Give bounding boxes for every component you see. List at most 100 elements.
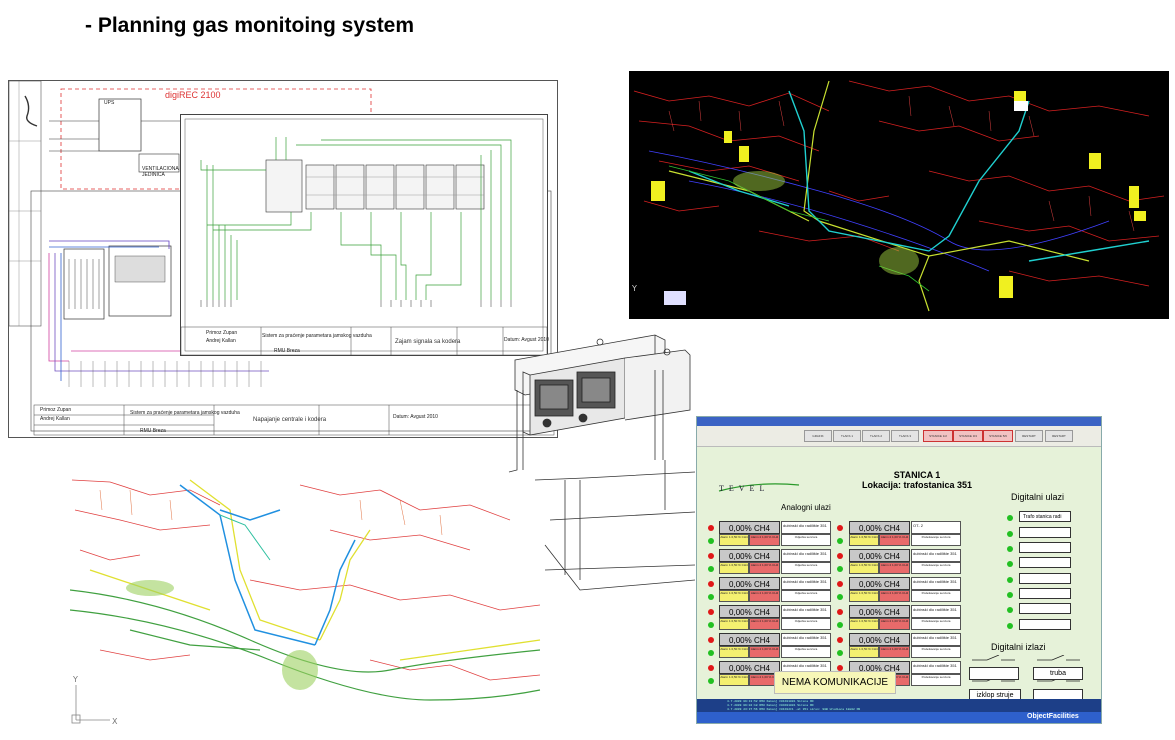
sensor-alarm-led bbox=[837, 665, 843, 671]
toolbar-button-grafik[interactable]: GRAFIK bbox=[804, 430, 832, 442]
sensor-tile[interactable]: 0,00% CH4 dubinski dio radilište 351 Ala… bbox=[719, 549, 831, 575]
sensor-status: Odjećka senzora bbox=[781, 646, 831, 658]
tb-company-front: RMU Breza bbox=[274, 348, 300, 354]
tevel-logo-swoosh bbox=[718, 483, 800, 492]
sensor-alarm-led bbox=[837, 581, 843, 587]
sensor-tile[interactable]: 0,00% CH4 OT- 2 Alarm 1 0,50 % CH4 Alarm… bbox=[849, 521, 961, 547]
sensor-status: Podešavanje senzora bbox=[911, 534, 961, 546]
sensor-alarm1: Alarm 1 0,50 % CH4 bbox=[849, 534, 879, 546]
sensor-alarm-led bbox=[708, 609, 714, 615]
event-log-line: 4.7.2009 09:13:52 RMU Kakanj C01F01001 S… bbox=[727, 700, 814, 703]
toolbar-button-tlaks2[interactable]: TLAKS 2 bbox=[862, 430, 890, 442]
ventilation-label: VENTILACIONA JEDINICA bbox=[142, 166, 179, 178]
sensor-tile[interactable]: 0,00% CH4 dubinski dio radilište 351 Ala… bbox=[849, 577, 961, 603]
station-title: STANICA 1 Lokacija: trafostanica 351 bbox=[847, 470, 987, 490]
schematic-sheet-signals bbox=[180, 114, 548, 356]
digital-input[interactable] bbox=[1019, 619, 1071, 630]
sensor-alarm2: Alarm 2 1,00 % CH4 bbox=[879, 646, 910, 658]
sensor-description: dubinski dio radilište 351 bbox=[911, 605, 961, 618]
sensor-value: 0,00% CH4 bbox=[849, 549, 910, 562]
sensor-alarm2: Alarm 2 1,00 % CH4 bbox=[749, 534, 780, 546]
station-name: STANICA 1 bbox=[893, 470, 941, 480]
tevel-logo: TEVEL bbox=[719, 484, 770, 493]
sensor-alarm-led bbox=[708, 581, 714, 587]
digital-input[interactable] bbox=[1019, 588, 1071, 599]
sensor-alarm2: Alarm 2 1,00 % CH4 bbox=[879, 618, 910, 630]
toolbar-button-restart-stanica[interactable]: RESTART STANICA bbox=[1045, 430, 1073, 442]
sensor-ok-led bbox=[708, 678, 714, 684]
sensor-tile[interactable]: 0,00% CH4 dubinski dio radilište 351 Ala… bbox=[849, 549, 961, 575]
sensor-alarm1: Alarm 1 0,50 % CH4 bbox=[849, 618, 879, 630]
sensor-value: 0,00% CH4 bbox=[719, 633, 780, 646]
toolbar-button-restart-sensora[interactable]: RESTART SENSORA bbox=[1015, 430, 1043, 442]
sensor-description: dubinski dio radilište 351 bbox=[911, 549, 961, 562]
digital-output[interactable] bbox=[969, 667, 1019, 680]
sensor-value: 0,00% CH4 bbox=[719, 661, 780, 674]
digital-input-led bbox=[1007, 561, 1013, 567]
digital-input[interactable] bbox=[1019, 557, 1071, 568]
toolbar-button-stanice-12[interactable]: STANICE 1/2 bbox=[923, 430, 953, 442]
sensor-status: Podešavanje senzora bbox=[911, 674, 961, 686]
sensor-alarm-led bbox=[837, 553, 843, 559]
sensor-value: 0,00% CH4 bbox=[849, 521, 910, 534]
digital-inputs-header: Digitalni ulazi bbox=[1011, 492, 1065, 502]
sensor-tile[interactable]: 0,00% CH4 dubinski dio radilište 351 Ala… bbox=[719, 633, 831, 659]
sensor-description: dubinski dio radilište 351 bbox=[781, 605, 831, 618]
toolbar-button-stanice-34[interactable]: STANICE 3/4 bbox=[953, 430, 983, 442]
digital-input[interactable] bbox=[1019, 527, 1071, 538]
scada-station-panel: STANICA 1 Lokacija: trafostanica 351 TEV… bbox=[697, 447, 1101, 702]
sensor-alarm2: Alarm 2 1,00 % CH4 bbox=[879, 534, 910, 546]
digital-outputs-header: Digitalni izlazi bbox=[991, 642, 1046, 652]
sensor-ok-led bbox=[837, 650, 843, 656]
mine-map-dark: Y bbox=[629, 71, 1169, 319]
sensor-tile[interactable]: 0,00% CH4 dubinski dio radilište 351 Ala… bbox=[719, 577, 831, 603]
digital-input[interactable] bbox=[1019, 542, 1071, 553]
sensor-ok-led bbox=[837, 538, 843, 544]
sensor-tile[interactable]: 0,00% CH4 dubinski dio radilište 351 Ala… bbox=[849, 633, 961, 659]
sensor-tile[interactable]: 0,00% CH4 dubinski dio radilište 351 Ala… bbox=[719, 521, 831, 547]
sensor-status: Odjećka senzora bbox=[781, 534, 831, 546]
tb-prepared-by-front: Primoz Zupan bbox=[206, 330, 238, 336]
digital-input[interactable] bbox=[1019, 573, 1071, 584]
sensor-description: dubinski dio radilište 351 bbox=[781, 521, 831, 534]
digital-input-led bbox=[1007, 546, 1013, 552]
tb-project-front: Sistem za praćenje parametara jamskog va… bbox=[262, 333, 372, 339]
scada-titlebar bbox=[697, 417, 1101, 426]
tb-project-back: Sistem za praćenje parametara jamskog va… bbox=[130, 410, 240, 416]
analog-inputs-header: Analogni ulazi bbox=[781, 503, 831, 512]
sensor-alarm2: Alarm 2 1,00 % CH4 bbox=[749, 590, 780, 602]
sensor-tile[interactable]: 0,00% CH4 dubinski dio radilište 351 Ala… bbox=[849, 605, 961, 631]
sensor-description: dubinski dio radilište 351 bbox=[911, 577, 961, 590]
toolbar-button-tlaks3[interactable]: TLAKS 3 bbox=[891, 430, 919, 442]
sensor-status: Podešavanje senzora bbox=[911, 562, 961, 574]
toolbar-button-stanice-56[interactable]: STANICE 5/6 bbox=[983, 430, 1013, 442]
sensor-status: Odjećka senzora bbox=[781, 562, 831, 574]
sensor-alarm2: Alarm 2 1,00 % CH4 bbox=[749, 562, 780, 574]
digital-input-led bbox=[1007, 607, 1013, 613]
sensor-status: Podešavanje senzora bbox=[911, 590, 961, 602]
tb-date-front: Datum: Avgust 2010 bbox=[504, 337, 549, 343]
sensor-status: Odjećka senzora bbox=[781, 590, 831, 602]
digital-output-truba[interactable]: truba bbox=[1033, 667, 1083, 680]
digital-input-led bbox=[1007, 577, 1013, 583]
sensor-alarm2: Alarm 2 1,00 % CH4 bbox=[749, 618, 780, 630]
sensor-alarm2: Alarm 2 1,00 % CH4 bbox=[749, 646, 780, 658]
digital-input-led bbox=[1007, 623, 1013, 629]
sensor-alarm-led bbox=[837, 525, 843, 531]
sensor-alarm1: Alarm 1 0,50 % CH4 bbox=[719, 618, 749, 630]
sensor-value: 0,00% CH4 bbox=[719, 577, 780, 590]
sensor-alarm1: Alarm 1 0,50 % CH4 bbox=[849, 646, 879, 658]
sensor-status: Odjećka senzora bbox=[781, 618, 831, 630]
sensor-alarm1: Alarm 1 0,50 % CH4 bbox=[849, 562, 879, 574]
schematic-power-drawing bbox=[9, 81, 555, 436]
event-log: 4.7.2009 09:13:52 RMU Kakanj C01F01001 S… bbox=[697, 699, 1101, 712]
no-communication-status: NEMA KOMUNIKACIJE bbox=[774, 671, 896, 694]
sensor-alarm1: Alarm 1 0,50 % CH4 bbox=[719, 562, 749, 574]
digital-input[interactable]: Trafo stanica radi bbox=[1019, 511, 1071, 522]
digital-input[interactable] bbox=[1019, 603, 1071, 614]
event-log-line: 4.7.2009 09:04:18 RMU Kakanj C04F01001 S… bbox=[727, 704, 814, 707]
sensor-tile[interactable]: 0,00% CH4 dubinski dio radilište 351 Ala… bbox=[719, 605, 831, 631]
sensor-description: dubinski dio radilište 351 bbox=[781, 549, 831, 562]
sensor-alarm2: Alarm 2 1,00 % CH4 bbox=[879, 562, 910, 574]
toolbar-button-tlaks1[interactable]: TLAKS 1 bbox=[833, 430, 861, 442]
